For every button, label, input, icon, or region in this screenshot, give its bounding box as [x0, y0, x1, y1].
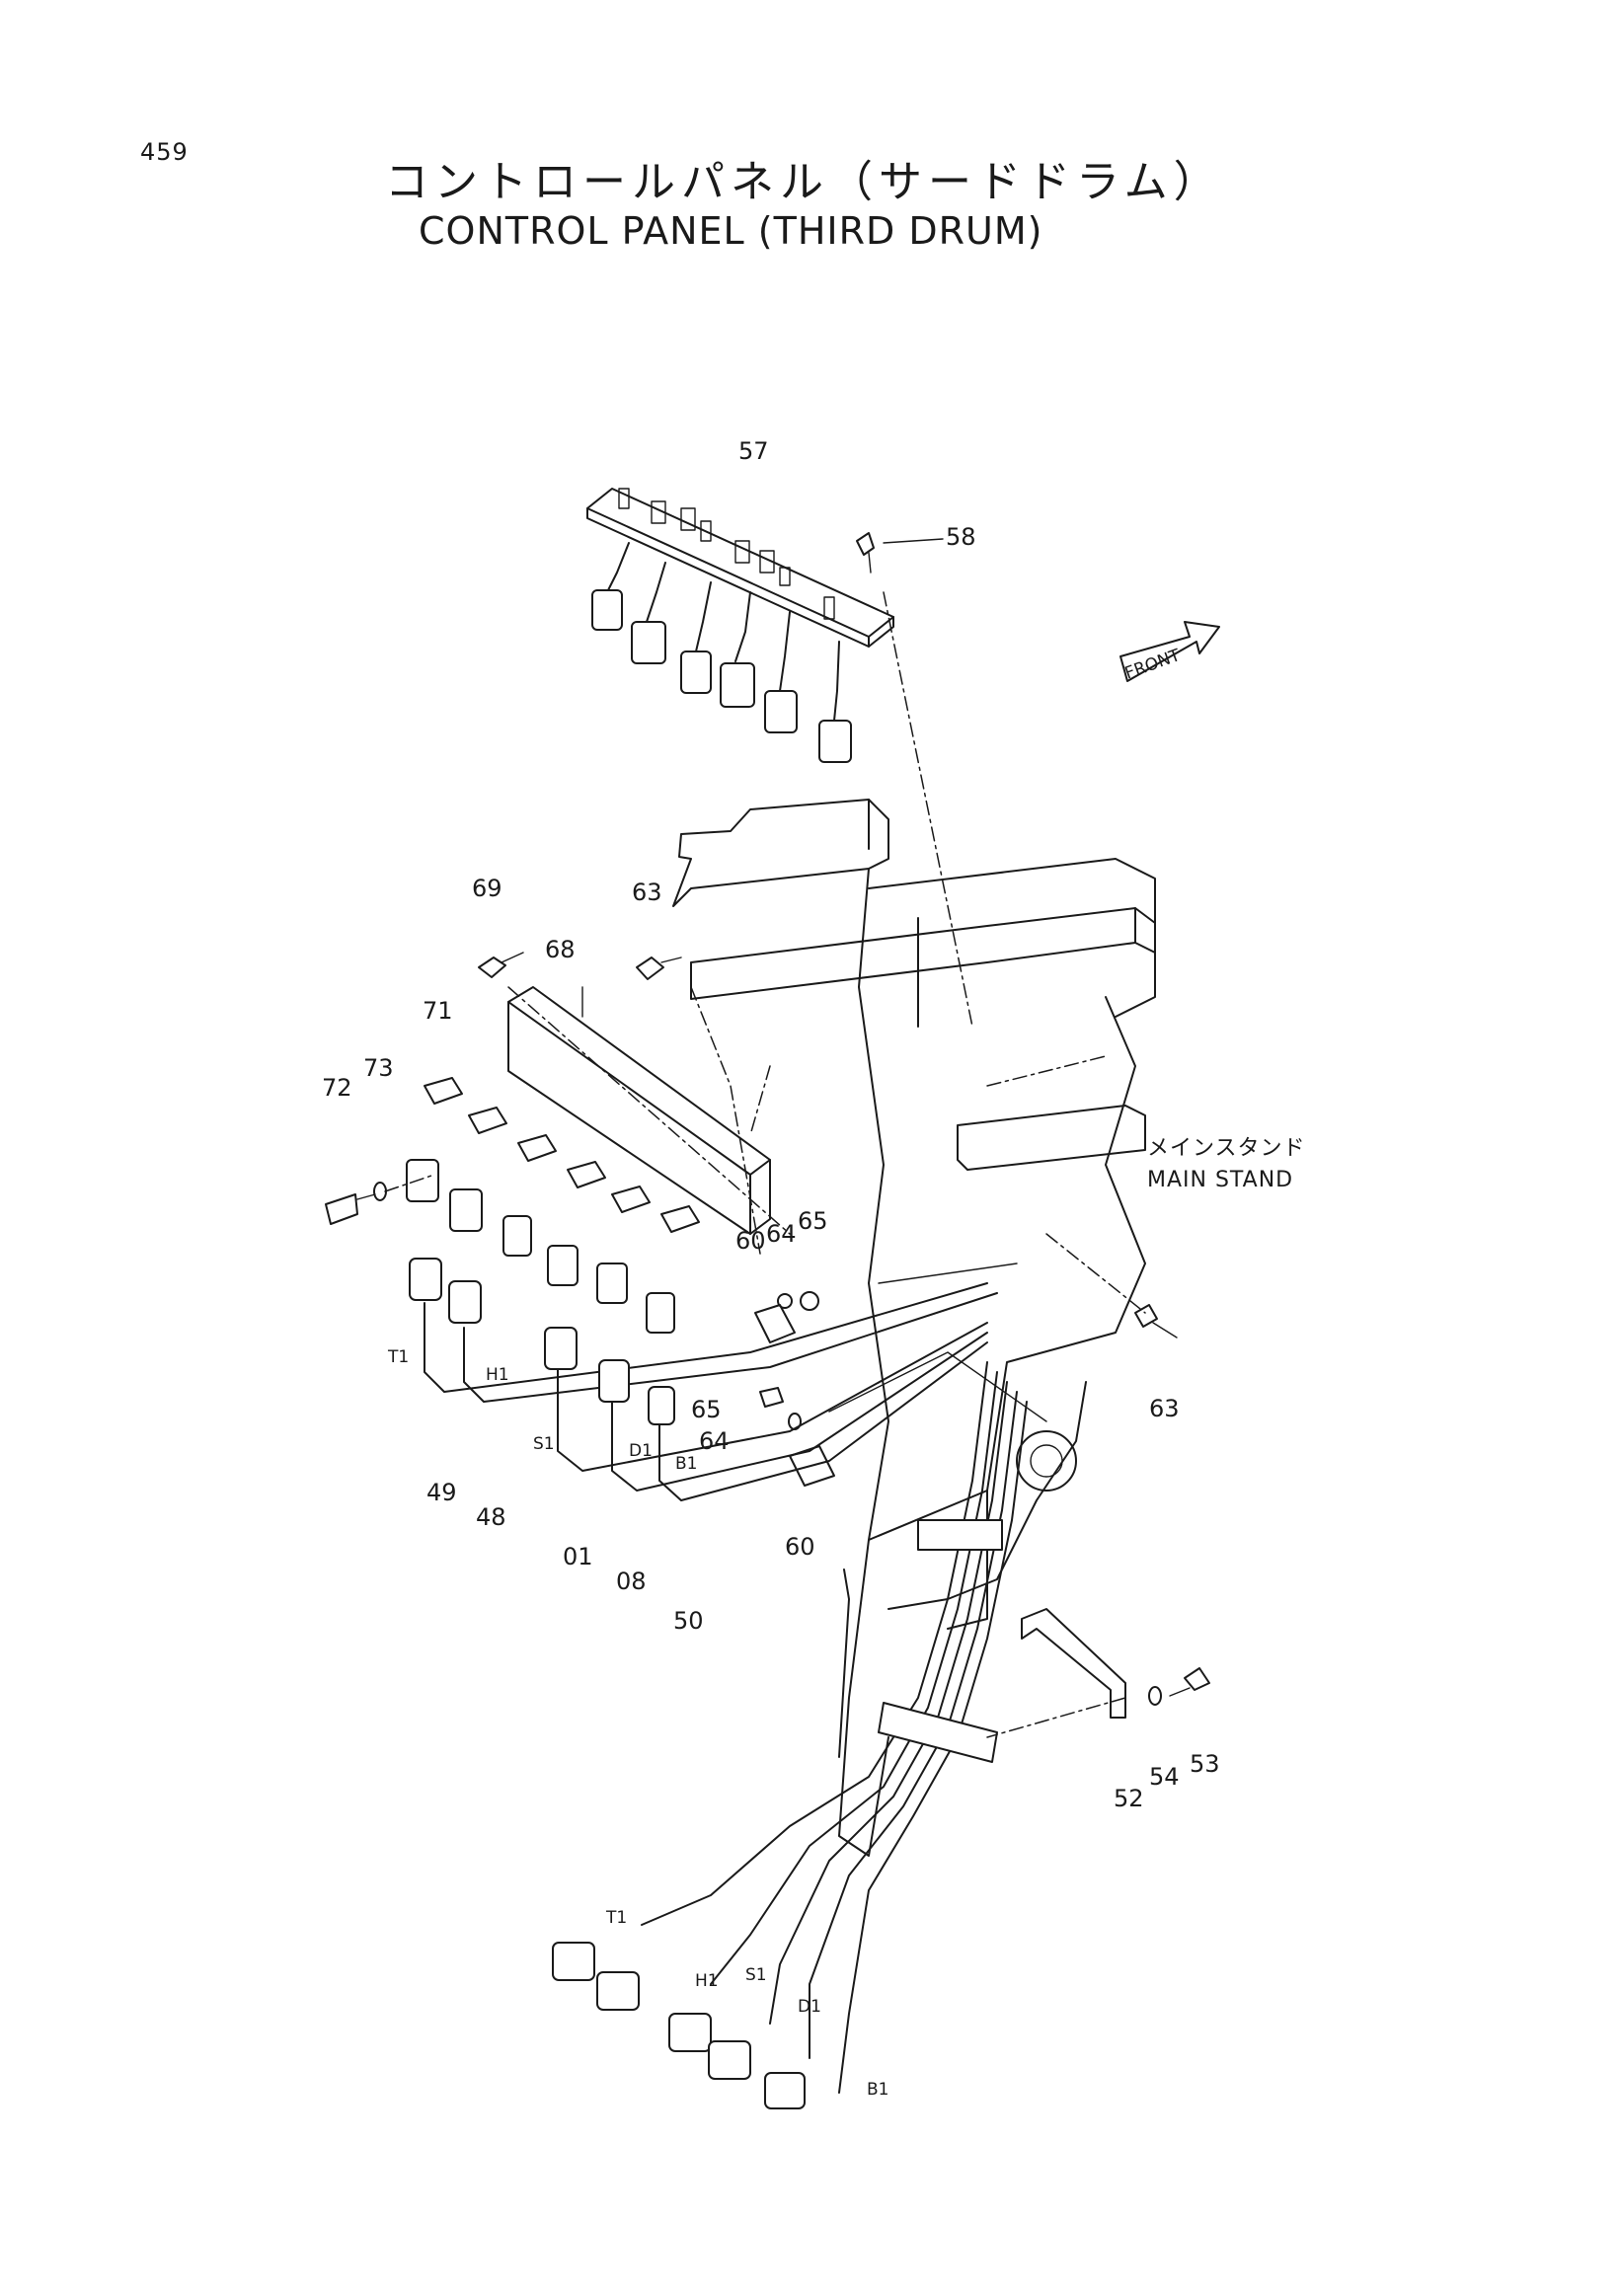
callout-63-right: 63 — [1149, 1395, 1180, 1422]
callout-48: 48 — [476, 1503, 506, 1531]
clamp-60-upper — [754, 1304, 796, 1343]
wire-tag-b1-top: B1 — [675, 1454, 697, 1474]
washer-64-upper — [777, 1293, 793, 1309]
clamp-60-lower — [789, 1445, 835, 1487]
wire-tag-d1-bottom: D1 — [798, 1997, 821, 2017]
main-stand-frame — [672, 799, 1156, 1857]
title-japanese: コントロールパネル（サードドラム） — [385, 157, 1223, 207]
callout-60-lower: 60 — [785, 1533, 815, 1561]
callout-63-upper: 63 — [632, 879, 662, 906]
callout-50: 50 — [673, 1607, 704, 1635]
front-arrow-marker: FRONT — [1119, 621, 1220, 684]
clips-71 — [424, 1077, 700, 1233]
bracket-52 — [1021, 1608, 1126, 1719]
leader-lines — [384, 591, 1146, 1738]
harness-connectors-front — [409, 1258, 675, 1425]
harness-wires — [424, 1282, 998, 1501]
callout-01: 01 — [563, 1543, 593, 1570]
wire-tag-h1-bottom: H1 — [695, 1971, 719, 1991]
screw-58 — [856, 532, 944, 574]
nut-65-lower — [759, 1387, 784, 1408]
washer-73 — [373, 1182, 387, 1201]
bolt-72 — [325, 1193, 376, 1225]
part-callouts: 57 58 69 63 68 71 72 73 60 64 65 63 65 6… — [322, 437, 1220, 1812]
bottom-connectors — [552, 1942, 806, 2109]
page-number: 459 — [140, 138, 189, 166]
front-label: FRONT — [1122, 646, 1184, 684]
callout-68: 68 — [545, 936, 576, 963]
bolt-63-upper — [636, 957, 682, 980]
wire-tag-b1-bottom: B1 — [867, 2080, 888, 2100]
control-panel-57 — [586, 488, 894, 763]
callout-53: 53 — [1190, 1750, 1220, 1778]
bracket-connectors — [406, 1159, 675, 1334]
wire-tag-t1-top: T1 — [387, 1347, 409, 1367]
callout-73: 73 — [363, 1054, 394, 1082]
callout-54: 54 — [1149, 1763, 1180, 1791]
callout-49: 49 — [426, 1479, 457, 1506]
callout-69: 69 — [472, 875, 502, 902]
callout-64-lower: 64 — [699, 1427, 730, 1455]
bolt-53 — [1169, 1667, 1210, 1697]
main-stand-label-jp: メインスタンド — [1147, 1136, 1306, 1161]
callout-65-upper: 65 — [798, 1207, 828, 1235]
main-stand-label: メインスタンド MAIN STAND — [1147, 1136, 1306, 1192]
title-english: CONTROL PANEL (THIRD DRUM) — [419, 209, 1043, 253]
wire-tag-s1-bottom: S1 — [745, 1965, 767, 1985]
main-stand-label-en: MAIN STAND — [1147, 1168, 1293, 1192]
bolt-63-right — [1134, 1304, 1178, 1339]
callout-60-upper: 60 — [735, 1227, 766, 1255]
wire-tags: T1 H1 S1 D1 B1 T1 H1 S1 D1 B1 — [387, 1347, 888, 2100]
bracket-plate-68 — [507, 986, 771, 1235]
callout-65-lower: 65 — [691, 1396, 722, 1423]
wire-tag-t1-bottom: T1 — [605, 1908, 627, 1928]
callout-72: 72 — [322, 1074, 352, 1102]
washer-64-lower — [788, 1413, 802, 1430]
callout-08: 08 — [616, 1568, 647, 1595]
callout-52: 52 — [1114, 1785, 1144, 1812]
callout-57: 57 — [738, 437, 769, 465]
wire-tag-h1-top: H1 — [486, 1365, 509, 1385]
nut-65-upper — [800, 1291, 819, 1311]
washer-54 — [1148, 1686, 1162, 1706]
wire-tag-d1-top: D1 — [629, 1441, 653, 1461]
callout-64-upper: 64 — [766, 1220, 797, 1248]
wire-tag-s1-top: S1 — [533, 1434, 555, 1454]
bolt-69 — [478, 952, 524, 978]
callout-71: 71 — [423, 997, 453, 1025]
callout-58: 58 — [946, 523, 976, 551]
harness-straps — [878, 1519, 1003, 1763]
